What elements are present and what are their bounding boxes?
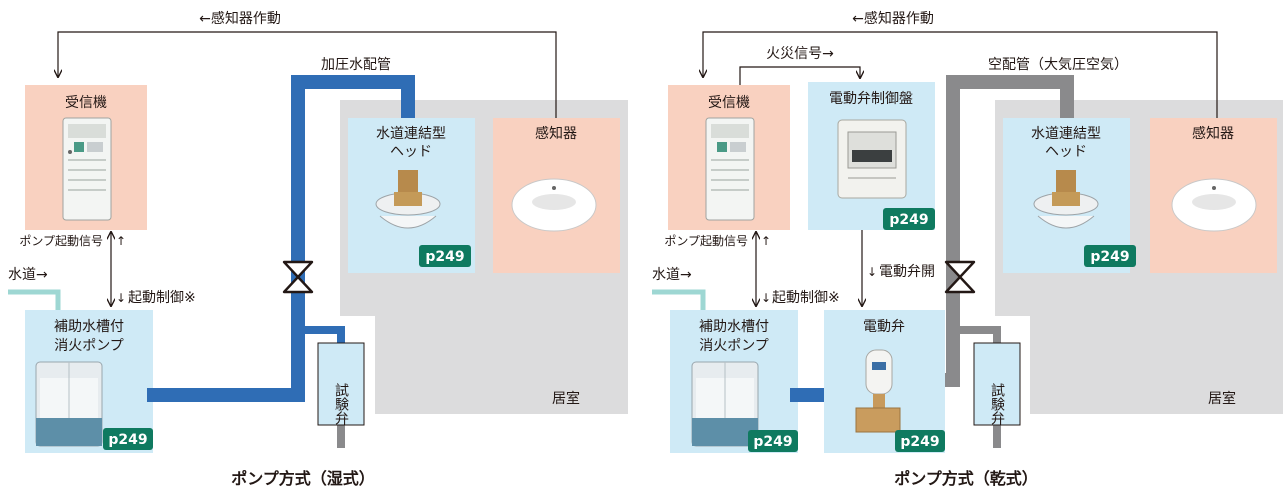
left-detector-signal-label: ←感知器作動 bbox=[199, 10, 281, 27]
left-test-branch-pipe bbox=[298, 326, 345, 343]
right-valve-page-badge bbox=[895, 430, 945, 452]
right-head-page-ref[interactable]: p249 bbox=[1090, 249, 1129, 265]
right-fire-signal-line bbox=[739, 66, 860, 85]
left-detector-signal-line bbox=[58, 31, 557, 118]
right-panel-page-ref[interactable]: p249 bbox=[889, 212, 928, 228]
left-pipe-label: 加圧水配管 bbox=[321, 57, 391, 73]
right-control-down-arrow: ↓ bbox=[761, 291, 771, 305]
left-test-valve-label: 試験弁 bbox=[333, 383, 349, 425]
left-sprinkler-head-image bbox=[375, 170, 441, 229]
right-test-valve-label: 試験弁 bbox=[989, 383, 1005, 425]
right-detector-signal-line bbox=[703, 31, 1218, 118]
left-supply-pipe bbox=[8, 289, 61, 310]
right-pump-page-badge bbox=[748, 430, 798, 452]
right-valve-page-ref[interactable]: p249 bbox=[900, 434, 939, 450]
left-receiver-panel-image bbox=[62, 117, 112, 221]
left-pump-label-line2: 消火ポンプ bbox=[54, 338, 124, 354]
right-motor-valve-label: 電動弁 bbox=[863, 319, 905, 335]
right-pump-signal-arrow: ↑ bbox=[761, 234, 771, 248]
left-head-page-ref[interactable]: p249 bbox=[425, 249, 464, 265]
right-sprinkler-head-image bbox=[1033, 170, 1099, 229]
left-room-label: 居室 bbox=[552, 390, 580, 407]
right-diagram: ←感知器作動 火災信号→ 空配管（大気圧空気） 受信機 電動弁制御盤 水道連結型… bbox=[652, 10, 1283, 488]
right-head-label-line2: ヘッド bbox=[1045, 144, 1087, 160]
right-pump-signal-label: ポンプ起動信号 bbox=[664, 234, 748, 248]
left-pump-label-line1: 補助水槽付 bbox=[54, 319, 124, 335]
right-pump-label-line2: 消火ポンプ bbox=[699, 338, 769, 354]
left-water-supply-label: 水道→ bbox=[8, 267, 48, 283]
left-smoke-detector-image bbox=[511, 178, 597, 232]
left-caption: ポンプ方式（湿式） bbox=[231, 469, 375, 488]
left-pump-signal-label: ポンプ起動信号 bbox=[19, 234, 103, 248]
left-detector-label: 感知器 bbox=[535, 125, 577, 142]
right-test-branch-pipe bbox=[953, 326, 1001, 343]
right-test-valve-box bbox=[973, 342, 1021, 426]
left-pump-signal-arrow: ↑ bbox=[116, 234, 126, 248]
left-head-label-line2: ヘッド bbox=[390, 144, 432, 160]
right-dry-pipe bbox=[945, 75, 1074, 387]
right-control-panel-image bbox=[837, 119, 907, 199]
right-pump-tank-image bbox=[691, 361, 759, 447]
left-diagram: ←感知器作動 加圧水配管 受信機 水道連結型 ヘッド 感知器 ポンプ起動信号 ↑… bbox=[8, 10, 628, 488]
left-pump-tank-image bbox=[35, 361, 103, 447]
right-pump-page-ref[interactable]: p249 bbox=[753, 434, 792, 450]
right-pump-label-line1: 補助水槽付 bbox=[699, 319, 769, 335]
right-detector-signal-label: ←感知器作動 bbox=[852, 10, 934, 27]
right-supply-pipe bbox=[652, 289, 706, 310]
left-start-control-label: 起動制御※ bbox=[128, 290, 196, 306]
right-fire-signal-label: 火災信号→ bbox=[766, 46, 834, 62]
right-smoke-detector-image bbox=[1171, 178, 1257, 232]
left-receiver-label: 受信機 bbox=[65, 95, 107, 111]
left-pressurized-pipe bbox=[147, 75, 415, 402]
left-test-valve-box bbox=[317, 342, 365, 426]
right-valve-icon bbox=[944, 260, 976, 294]
left-pump-page-ref[interactable]: p249 bbox=[108, 432, 147, 448]
right-room-label: 居室 bbox=[1208, 390, 1236, 407]
left-head-page-badge bbox=[419, 245, 471, 267]
left-head-label-line1: 水道連結型 bbox=[376, 126, 446, 142]
right-control-panel-label: 電動弁制御盤 bbox=[829, 91, 913, 107]
left-control-down-arrow: ↓ bbox=[116, 291, 126, 305]
right-panel-page-badge bbox=[883, 208, 935, 230]
right-caption: ポンプ方式（乾式） bbox=[894, 469, 1038, 488]
left-valve-icon bbox=[282, 260, 314, 294]
left-pump-page-badge bbox=[103, 428, 153, 450]
right-valve-open-label: 電動弁開 bbox=[879, 264, 935, 280]
right-detector-label: 感知器 bbox=[1192, 125, 1234, 142]
right-head-page-badge bbox=[1084, 245, 1136, 267]
right-water-supply-label: 水道→ bbox=[652, 267, 692, 283]
right-valve-open-down-arrow: ↓ bbox=[867, 265, 877, 279]
right-start-control-label: 起動制御※ bbox=[772, 290, 840, 306]
right-pipe-label: 空配管（大気圧空気） bbox=[988, 57, 1128, 73]
right-head-label-line1: 水道連結型 bbox=[1031, 126, 1101, 142]
right-receiver-label: 受信機 bbox=[708, 95, 750, 111]
right-receiver-panel-image bbox=[705, 117, 755, 221]
